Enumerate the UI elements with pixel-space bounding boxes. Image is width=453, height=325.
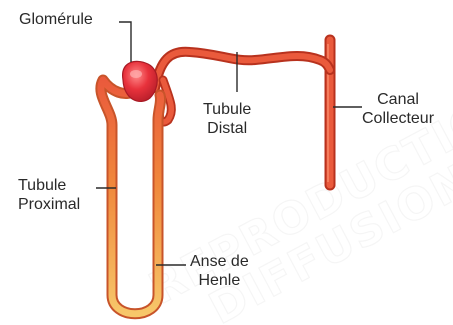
glomerule-shape [123,61,158,101]
label-tubule-proximal-line-2: Proximal [18,195,80,214]
label-anse-de-henle-line-2: Henle [190,271,249,290]
label-tubule-proximal: Tubule Proximal [18,176,80,214]
label-canal-collecteur-line-2: Collecteur [362,109,434,128]
label-canal-collecteur-line-1: Canal [362,90,434,109]
watermark: REPRODUCTION IN DIFFUSION INT [141,39,453,325]
label-glomerule-text: Glomérule [19,10,93,29]
label-glomerule: Glomérule [19,10,93,29]
label-canal-collecteur: Canal Collecteur [362,90,434,128]
label-tubule-distal: Tubule Distal [203,100,251,138]
label-anse-de-henle-line-1: Anse de [190,252,249,271]
label-tubule-distal-line-1: Tubule [203,100,251,119]
label-tubule-distal-line-2: Distal [203,119,251,138]
leader-glomerule [119,22,131,62]
label-tubule-proximal-line-1: Tubule [18,176,80,195]
label-anse-de-henle: Anse de Henle [190,252,249,290]
